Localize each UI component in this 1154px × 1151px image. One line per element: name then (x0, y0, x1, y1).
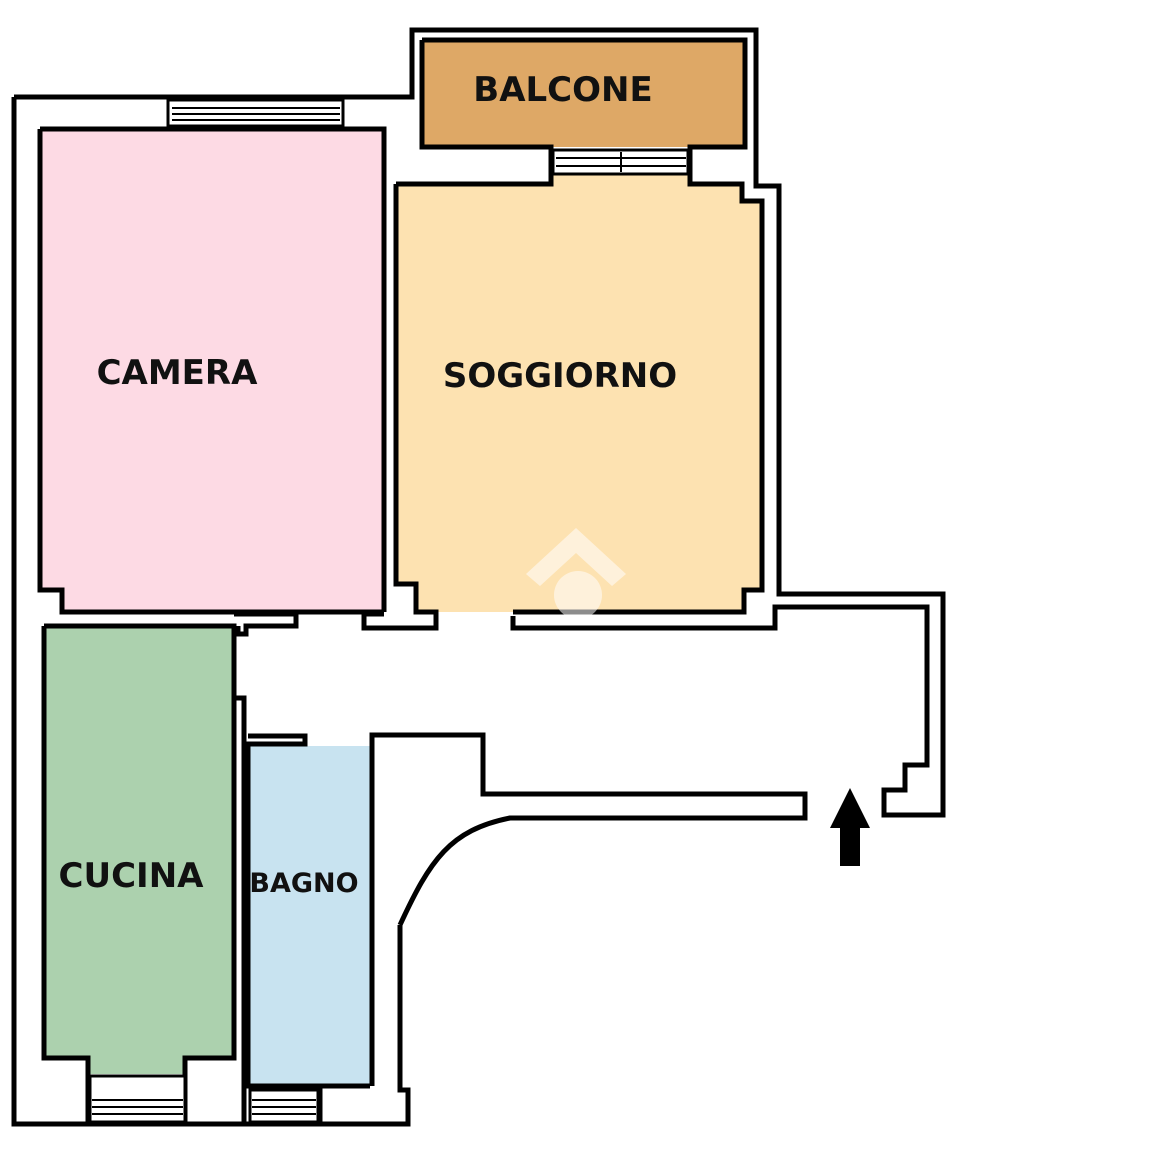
exterior-wall-outline (14, 27, 946, 818)
room-balcone-fill (422, 40, 745, 147)
room-label-camera: CAMERA (97, 353, 259, 393)
corridor-curved-wall (369, 732, 808, 1086)
bagno-walls (245, 733, 370, 1124)
room-label-balcone: BALCONE (473, 70, 652, 110)
house-logo-watermark (526, 528, 626, 619)
room-cucina-fill (44, 626, 234, 1074)
entrance-arrow-icon (830, 788, 870, 866)
camera-door-jamb (234, 611, 299, 637)
room-camera-fill (40, 129, 384, 612)
room-bagno-fill (248, 746, 370, 1086)
window-balcone-door (551, 148, 690, 176)
camera-walls (37, 126, 387, 615)
soggiorno-walls (361, 164, 765, 631)
room-soggiorno-fill (396, 164, 762, 612)
balcone-walls (419, 37, 748, 164)
room-label-bagno: BAGNO (249, 868, 358, 899)
room-label-cucina: CUCINA (59, 856, 205, 896)
room-label-soggiorno: SOGGIORNO (443, 356, 677, 396)
window-cucina (88, 1074, 187, 1124)
window-camera (166, 98, 345, 128)
exterior-wall-left (11, 97, 411, 1127)
window-bagno (248, 1088, 320, 1124)
